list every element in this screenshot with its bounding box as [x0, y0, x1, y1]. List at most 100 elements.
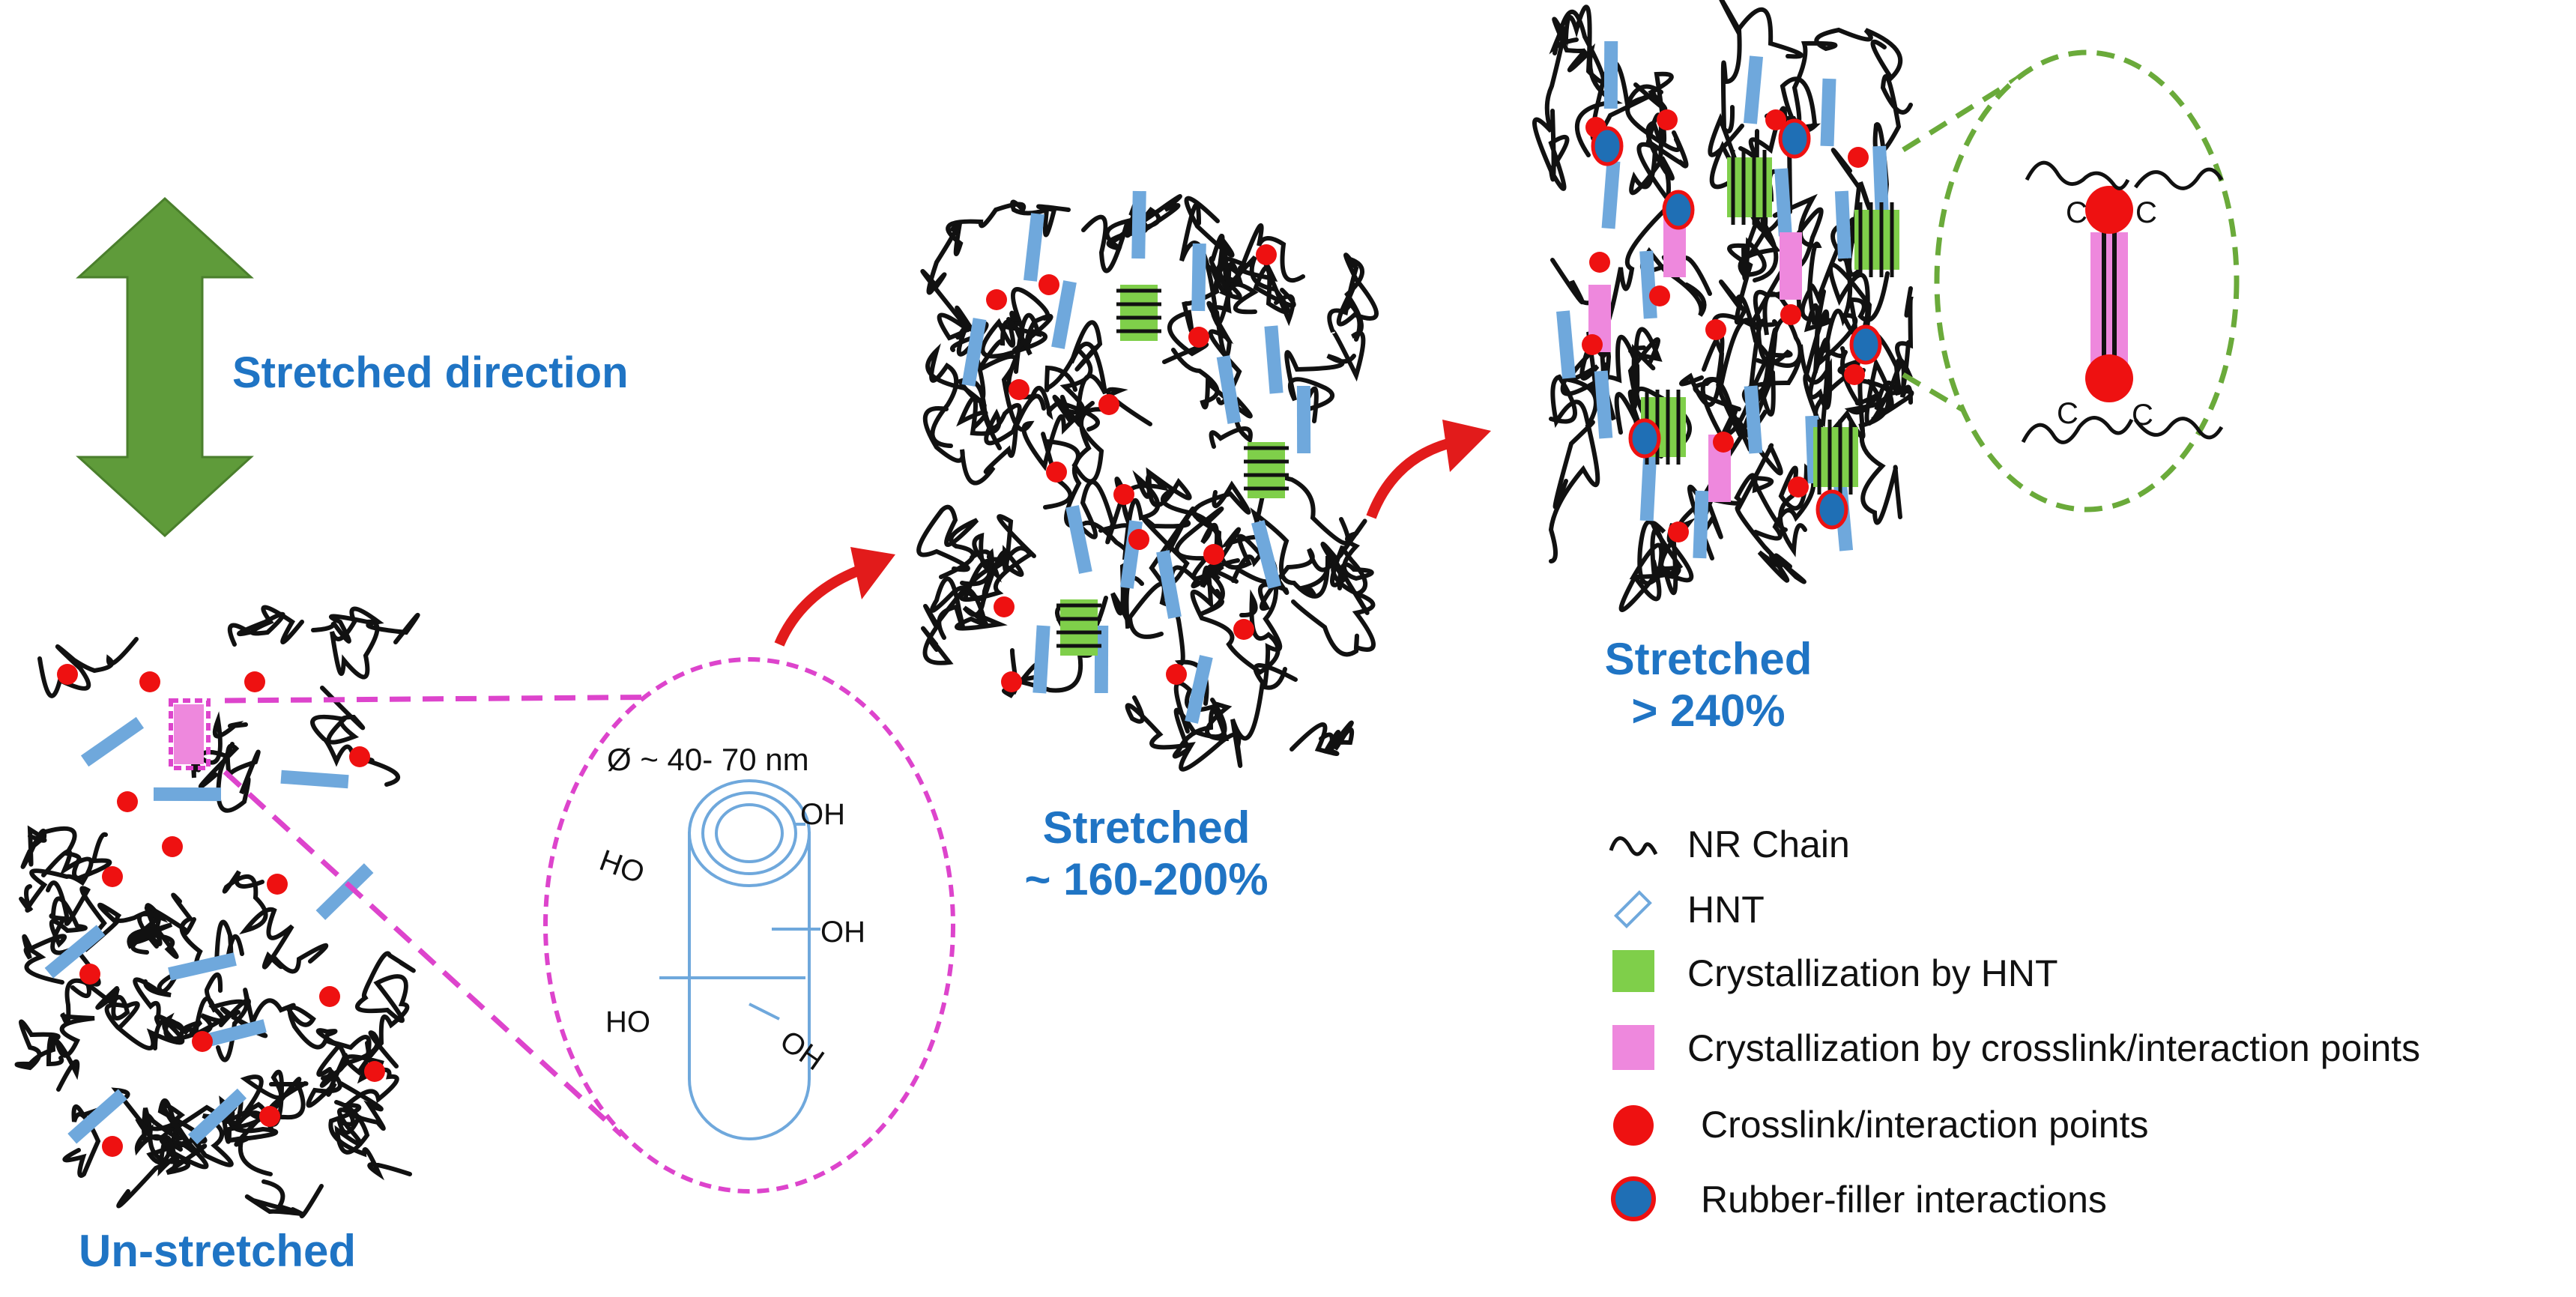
hnt-tube: [1065, 505, 1092, 574]
nr-chain: [306, 1030, 399, 1108]
hnt-tube: [1594, 370, 1613, 439]
rubber-filler-interaction: [1778, 118, 1811, 159]
nr-chain: [104, 999, 249, 1062]
hnt-tube: [1834, 190, 1852, 259]
nr-chain: [1552, 4, 1623, 157]
nr-chain: [1284, 350, 1356, 423]
nr-chain: [244, 1179, 324, 1219]
hnt-tube: [1556, 310, 1576, 379]
hnt-tube: [1774, 168, 1792, 237]
crosslink-point: [102, 866, 123, 887]
crystal-pink: [1780, 232, 1802, 300]
crosslink-c3: C: [2057, 397, 2078, 430]
hnt-oh-top: OH: [800, 798, 845, 831]
hnt-tube: [1216, 355, 1242, 424]
nr-chain: [344, 951, 416, 1076]
legend-red-dot-label: Crosslink/interaction points: [1701, 1104, 2149, 1146]
legend-red-dot-symbol: [1613, 1105, 1654, 1146]
nr-chain: [20, 825, 112, 881]
nr-chain: [22, 896, 101, 998]
crosslink-point: [102, 1136, 123, 1157]
nr-chain: [1548, 374, 1600, 563]
rubber-filler-interaction: [1815, 489, 1848, 530]
hnt-tube: [1185, 655, 1213, 724]
legend-hnt-symbol: [1613, 890, 1652, 929]
stretched-mid-label-line1: Stretched: [1042, 802, 1251, 853]
unstretched-label: Un-stretched: [78, 1226, 357, 1276]
hnt-tube: [961, 318, 987, 387]
crosslink-point: [1046, 462, 1067, 483]
nr-chain: [328, 1100, 412, 1181]
unstretched-network: [14, 605, 420, 1219]
stretched-high-label: Stretched > 240%: [1551, 633, 1866, 737]
nr-chain: [222, 870, 329, 974]
crosslink-point: [1844, 364, 1865, 385]
hnt-tube: [1131, 190, 1146, 259]
stretch-direction-arrow: [76, 196, 254, 538]
nr-chain: [1125, 663, 1298, 772]
nr-chain: [19, 849, 94, 913]
hnt-tube-icon: [659, 779, 820, 1140]
hnt-zoom-lines: [223, 694, 698, 1137]
nr-chain: [1172, 680, 1233, 759]
crosslink-point: [1705, 319, 1726, 340]
nr-chain: [133, 967, 190, 1050]
hnt-tube: [67, 1089, 127, 1144]
crosslink-point: [1713, 432, 1734, 453]
nr-chain: [46, 977, 130, 1067]
nr-chain: [1127, 506, 1196, 639]
crosslink-point: [1233, 619, 1254, 640]
nr-chain: [1190, 527, 1281, 675]
hnt-tube: [1820, 78, 1836, 147]
crosslink-point: [1203, 544, 1224, 565]
nr-chain: [930, 549, 1008, 640]
crosslink-point: [1668, 521, 1689, 542]
crosslink-point: [1038, 274, 1059, 295]
stretched-mid-label-line2: ~ 160-200%: [1024, 854, 1269, 904]
nr-chain: [1719, 0, 1803, 134]
crosslink-point: [139, 671, 160, 692]
crosslink-point: [162, 836, 183, 857]
stretched-direction-label: Stretched direction: [232, 348, 629, 397]
crosslink-point: [319, 986, 340, 1007]
nr-chain: [1735, 417, 1806, 584]
progress-arrow-2: [1366, 420, 1491, 519]
crosslink-point: [1001, 671, 1022, 692]
crosslink-point: [117, 791, 138, 812]
hnt-tube: [1051, 280, 1077, 349]
hnt-ho-left-bottom: HO: [605, 1006, 650, 1038]
nr-chain: [62, 1087, 168, 1178]
stretched-high-label-line1: Stretched: [1604, 634, 1812, 684]
legend-pink-box-label: Crystallization by crosslink/interaction…: [1687, 1027, 2421, 1069]
nr-chain: [1289, 720, 1355, 756]
nr-chain: [1184, 196, 1235, 296]
legend-green-box-label: Crystallization by HNT: [1687, 952, 2058, 994]
crosslink-zoom-view: [1934, 49, 2240, 513]
crosslink-point: [1848, 147, 1869, 168]
nr-chain: [1813, 271, 1890, 427]
legend-nr-chain-symbol: [1609, 836, 1658, 856]
hnt-tube: [1744, 385, 1763, 454]
progress-arrow-1: [774, 547, 895, 647]
crosslink-point: [244, 671, 265, 692]
stretched-mid-network: [916, 190, 1379, 772]
hnt-tube: [1603, 40, 1618, 109]
hnt-tube: [1032, 625, 1050, 694]
hnt-tube: [1191, 243, 1206, 312]
nr-chain: [127, 903, 179, 959]
rubber-filler-interaction: [1849, 324, 1882, 365]
crosslink-point: [1788, 477, 1809, 498]
crosslink-c4: C: [2132, 399, 2153, 432]
nr-chain: [1568, 71, 1675, 381]
crosslink-point: [1188, 327, 1209, 348]
nr-chain: [922, 393, 1046, 486]
hnt-oh-right-mid: OH: [820, 916, 865, 949]
nr-chain: [1206, 282, 1259, 405]
crosslink-point: [1649, 285, 1670, 306]
crosslink-c2: C: [2135, 196, 2157, 229]
nr-chain: [946, 199, 1071, 256]
crosslink-point: [259, 1106, 280, 1127]
nr-chain: [1718, 204, 1781, 366]
crosslink-point: [1113, 484, 1134, 505]
hnt-tube: [198, 1019, 267, 1049]
